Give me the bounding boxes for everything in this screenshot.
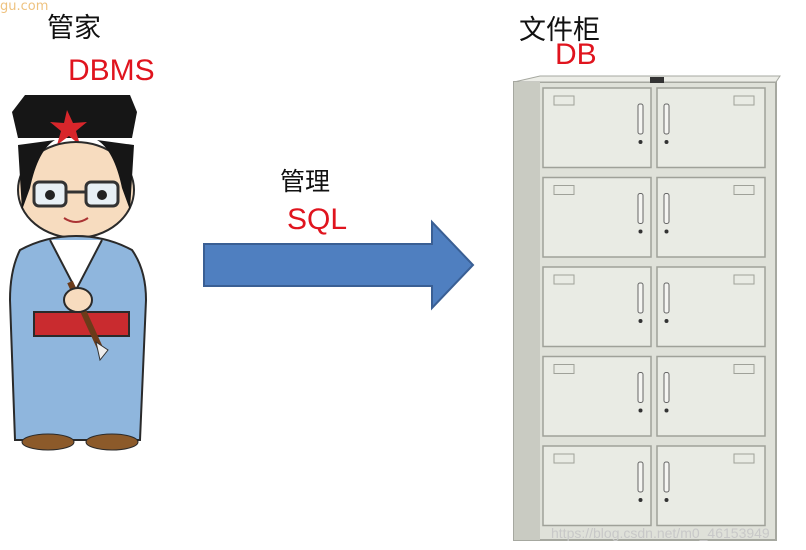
star-icon xyxy=(50,110,87,145)
cabinet-drawer-row xyxy=(542,176,766,258)
keyhole-icon xyxy=(638,229,643,234)
cabinet-door xyxy=(542,266,652,348)
handle-icon xyxy=(637,282,644,314)
cabinet-title: 文件柜 xyxy=(519,15,600,46)
handle-icon xyxy=(637,103,644,135)
keyhole-icon xyxy=(664,319,669,323)
cabinet-door xyxy=(656,355,766,437)
butler-title: 管家 xyxy=(47,13,101,44)
handle-icon xyxy=(637,372,644,403)
manage-label: 管理 xyxy=(280,167,331,196)
handle-icon xyxy=(663,282,670,314)
lock-icon xyxy=(650,77,664,83)
handle-icon xyxy=(663,103,670,135)
watermark-text: https://blog.csdn.net/m0_46153949 xyxy=(551,525,770,541)
keyhole-icon xyxy=(638,408,643,413)
sql-label: SQL xyxy=(287,203,348,236)
keyhole-icon xyxy=(638,319,643,323)
label-holder-icon xyxy=(553,185,575,195)
butler-robe xyxy=(8,234,148,441)
cabinet-door xyxy=(542,355,652,437)
cabinet-door xyxy=(656,445,766,527)
label-holder-icon xyxy=(553,95,575,106)
cabinet-door xyxy=(656,87,766,169)
label-holder-icon xyxy=(553,453,575,464)
label-holder-icon xyxy=(733,95,755,106)
keyhole-icon xyxy=(638,498,643,502)
cabinet-drawer-row xyxy=(542,266,766,348)
cabinet-door xyxy=(542,445,652,527)
cabinet-drawer-row xyxy=(542,355,766,437)
label-holder-icon xyxy=(733,364,755,374)
butler-hat xyxy=(12,95,137,138)
hair-left xyxy=(18,140,55,210)
cabinet-door xyxy=(656,176,766,258)
label-holder-icon xyxy=(733,274,755,285)
keyhole-icon xyxy=(664,229,669,234)
dbms-label: DBMS xyxy=(68,54,155,87)
cabinet-door xyxy=(542,176,652,258)
hair-right xyxy=(97,140,134,210)
keyhole-icon xyxy=(664,140,669,144)
keyhole-icon xyxy=(664,408,669,413)
top-crop-text: gu.com xyxy=(0,0,49,14)
handle-icon xyxy=(663,372,670,403)
keyhole-icon xyxy=(638,140,643,144)
handle-icon xyxy=(637,461,644,493)
handle-icon xyxy=(637,193,644,224)
label-holder-icon xyxy=(733,185,755,195)
right-arrow-icon xyxy=(203,219,475,311)
handle-icon xyxy=(663,461,670,493)
label-holder-icon xyxy=(553,274,575,285)
cabinet-door xyxy=(542,87,652,169)
db-label: DB xyxy=(555,38,597,71)
label-holder-icon xyxy=(733,453,755,464)
handle-icon xyxy=(663,193,670,224)
brush-icon xyxy=(95,340,109,362)
keyhole-icon xyxy=(664,498,669,502)
cabinet-drawer-row xyxy=(542,87,766,169)
cabinet-door xyxy=(656,266,766,348)
cabinet-drawer-row xyxy=(542,445,766,527)
label-holder-icon xyxy=(553,364,575,374)
